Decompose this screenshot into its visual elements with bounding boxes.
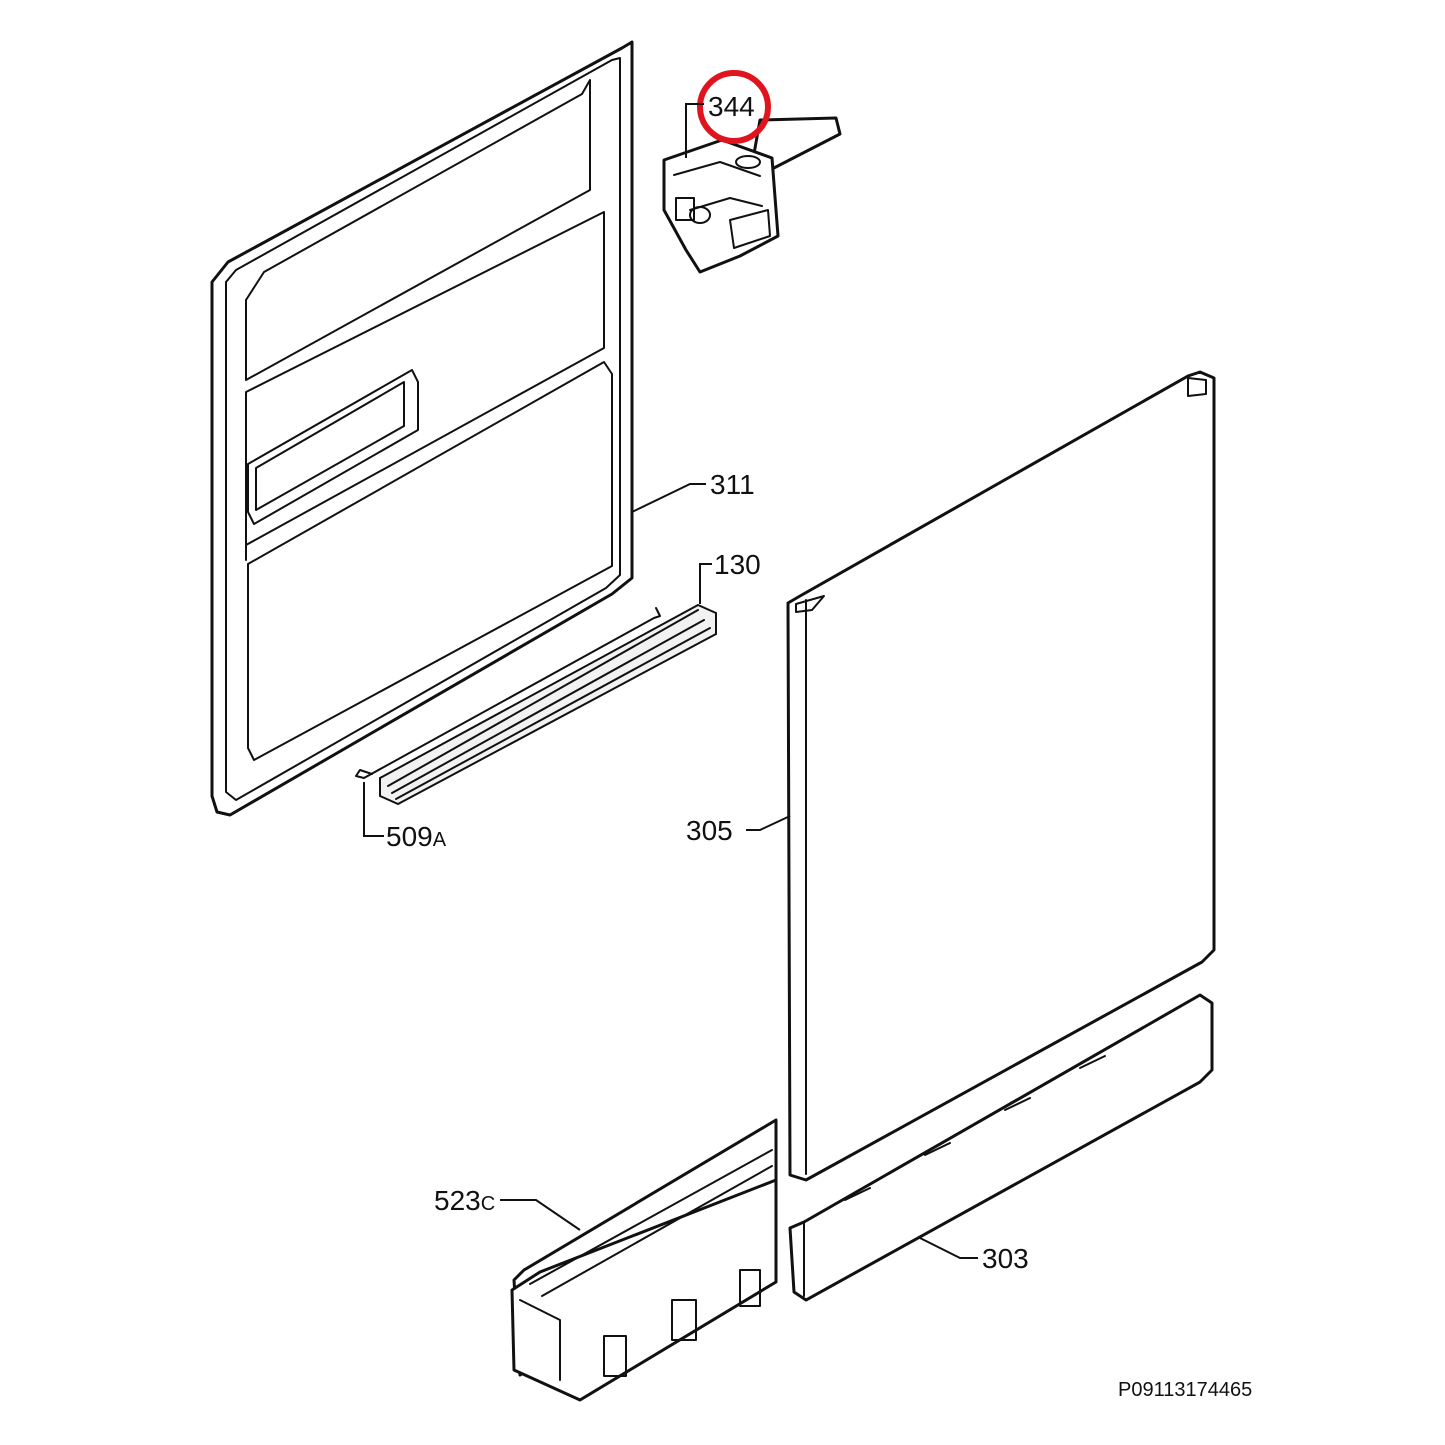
label-344: 344: [708, 91, 755, 122]
leader-509a: [363, 782, 384, 837]
leader-311: [631, 483, 706, 513]
door-seal-130[interactable]: [379, 603, 717, 806]
leader-303: [919, 1237, 978, 1259]
label-523-number: 523: [434, 1185, 481, 1216]
wire-509a[interactable]: [355, 607, 661, 779]
hinge-lock-part-344[interactable]: [662, 116, 842, 274]
leader-130: [699, 563, 712, 604]
outer-door-panel-305[interactable]: [786, 370, 1216, 1182]
leader-344: [685, 103, 704, 158]
label-509-suffix: A: [433, 829, 447, 851]
label-509a: 509A: [386, 821, 447, 852]
leader-523c: [500, 1199, 581, 1231]
control-panel-523c[interactable]: [510, 1118, 778, 1402]
label-523-suffix: C: [481, 1193, 495, 1215]
bottom-trim-303[interactable]: [788, 993, 1214, 1302]
label-311: 311: [710, 469, 755, 500]
label-523c: 523C: [434, 1185, 495, 1216]
label-509-number: 509: [386, 821, 433, 852]
label-130: 130: [714, 549, 761, 580]
highlight-ring: [697, 70, 771, 144]
label-305: 305: [686, 815, 733, 846]
inner-door-panel-311[interactable]: [210, 40, 634, 817]
reference-number: P09113174465: [1118, 1379, 1252, 1401]
label-303: 303: [982, 1243, 1029, 1274]
leader-305: [746, 815, 791, 831]
